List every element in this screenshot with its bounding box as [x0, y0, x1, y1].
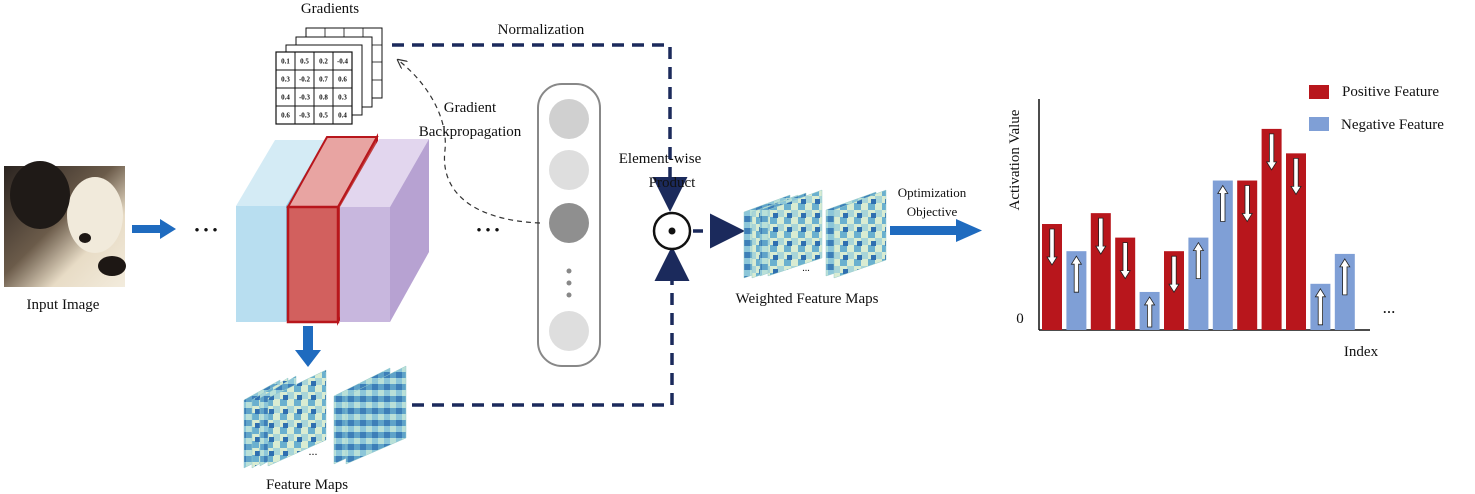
chart-trailing-ellipsis: ...: [1383, 298, 1396, 317]
arrow-up-icon: [1143, 296, 1156, 328]
optimization-label-2: Objective: [907, 204, 958, 219]
gradients-cube: 0.1 0.5 0.2 -0.4 0.3 -0.2 0.7 0.6 0.4 -0.3 0.8 0.3 0…: [275, 27, 383, 125]
bar-positive-4: [1115, 237, 1136, 330]
weighted-feature-maps: [743, 189, 887, 279]
bar-positive-3: [1090, 213, 1111, 330]
feature-maps-path: [412, 246, 690, 407]
gradient-cell: 0.4: [281, 94, 290, 102]
legend-positive-label: Positive Feature: [1342, 84, 1439, 100]
activation-chart: 0 Activation Value Index ... Positive Fe…: [1007, 84, 1444, 360]
backprop-label-2: Backpropagation: [419, 124, 522, 140]
gradient-cell: 0.2: [319, 58, 328, 66]
bar-negative-8: [1212, 180, 1233, 330]
gradient-cell: -0.2: [299, 76, 311, 84]
element-wise-label-1: Element-wise: [619, 151, 702, 167]
gradient-cell: 0.6: [338, 76, 347, 84]
input-image: [4, 161, 126, 287]
input-arrow: [132, 219, 176, 239]
arrow-down-icon: [1095, 217, 1107, 255]
arrow-up-icon: [1314, 288, 1327, 326]
fully-connected-layer: [537, 83, 601, 367]
weighted-maps-ellipsis: ...: [802, 263, 810, 274]
gradient-cell: 0.5: [300, 58, 309, 66]
arrow-down-icon: [1119, 242, 1131, 280]
gradient-cell: 0.6: [281, 112, 290, 120]
optimization-label-1: Optimization: [898, 185, 967, 200]
arrow-up-icon: [1070, 255, 1083, 293]
gradient-cell: -0.3: [299, 94, 311, 102]
arrow-down-icon: [1265, 133, 1278, 171]
backprop-label-1: Gradient: [444, 100, 497, 116]
element-wise-label-2: Product: [649, 175, 696, 191]
backprop-curve: [398, 60, 541, 224]
gradient-cell: 0.7: [319, 76, 328, 84]
bar-positive-10: [1261, 128, 1282, 330]
weighted-feature-maps-label: Weighted Feature Maps: [736, 291, 879, 307]
arrow-down-icon: [1290, 157, 1302, 196]
input-image-label: Input Image: [27, 297, 100, 313]
gradients-label: Gradients: [301, 1, 359, 17]
bar-positive-1: [1042, 224, 1062, 330]
legend-positive-swatch: [1309, 85, 1329, 99]
gradient-cell: -0.4: [337, 58, 349, 66]
gradient-cell: 0.4: [338, 112, 347, 120]
y-tick-zero: 0: [1016, 311, 1024, 327]
gradient-cell: -0.3: [299, 112, 311, 120]
arrow-up-icon: [1217, 184, 1229, 222]
arrow-down-icon: [1046, 228, 1058, 266]
legend-negative-label: Negative Feature: [1341, 117, 1444, 133]
cnn-layer-purple: [340, 139, 429, 322]
gradient-cell: 0.1: [281, 58, 290, 66]
ellipsis-middle: • • •: [476, 223, 499, 239]
bar-positive-11: [1286, 153, 1306, 330]
arrow-down-icon: [1168, 255, 1180, 293]
gradient-cell: 0.3: [281, 76, 290, 84]
ellipsis-left: • • •: [194, 223, 217, 239]
bar-negative-7: [1188, 237, 1209, 330]
feature-extraction-arrow: [295, 326, 321, 367]
gradient-cell: 0.3: [338, 94, 347, 102]
legend: Positive Feature Negative Feature: [1309, 84, 1444, 133]
bar-positive-9: [1237, 180, 1258, 330]
x-axis-label: Index: [1344, 344, 1379, 360]
gradient-cell: 0.8: [319, 94, 328, 102]
gradient-cell: 0.5: [319, 112, 328, 120]
normalization-label: Normalization: [498, 22, 585, 38]
y-axis-label: Activation Value: [1007, 109, 1023, 210]
element-wise-product-icon: [652, 211, 692, 251]
normalization-path: [392, 43, 688, 212]
optimization-arrow: [890, 219, 982, 242]
feature-maps-ellipsis: ...: [309, 444, 318, 458]
arrow-up-icon: [1192, 241, 1205, 279]
feature-maps-label: Feature Maps: [266, 477, 348, 493]
arrow-down-icon: [1241, 185, 1253, 223]
arrow-up-icon: [1339, 258, 1351, 296]
legend-negative-swatch: [1309, 117, 1329, 131]
feature-maps: [243, 365, 407, 469]
